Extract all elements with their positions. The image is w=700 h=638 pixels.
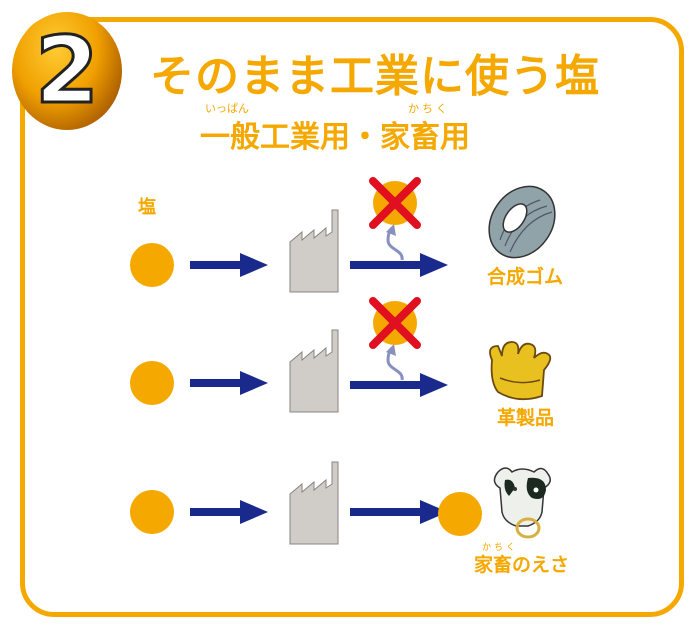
ruby-kachiku: かちく [408, 102, 450, 115]
subtitle: 一般工業用・家畜用 [200, 120, 470, 155]
ruby-ippan: いっぱん [205, 102, 249, 115]
arrow-to-salt [350, 500, 448, 524]
tire-icon [488, 185, 556, 259]
frame-border [20, 17, 684, 617]
crossed-salt-icon [373, 181, 417, 225]
ruby-kachiku-feed: かちく [482, 543, 519, 553]
baseball-glove-icon [489, 341, 552, 401]
salt-label: 塩 [138, 197, 156, 218]
product-label-synthetic-rubber: 合成ゴム [487, 266, 564, 288]
number-badge [12, 12, 122, 130]
arrow-to-factory [190, 500, 268, 524]
badge-number: 2 [33, 16, 100, 126]
crossed-salt-icon [373, 301, 417, 345]
product-label-leather-goods: 革製品 [497, 407, 555, 429]
factory-icon [289, 329, 339, 413]
product-label-livestock-feed: 家畜のえさ [474, 554, 570, 576]
salt-circle-output [438, 492, 482, 536]
arrow-to-factory [190, 371, 268, 395]
title: そのまま工業に使う塩 [150, 51, 600, 102]
cow-icon [493, 467, 551, 539]
arrow-to-product [350, 373, 448, 397]
factory-icon [289, 209, 339, 293]
salt-circle [130, 243, 174, 287]
squiggle-arrow-icon [384, 222, 404, 262]
salt-circle [130, 361, 174, 405]
salt-circle [130, 490, 174, 534]
squiggle-arrow-icon [384, 342, 404, 382]
factory-icon [289, 461, 339, 545]
arrow-to-factory [190, 253, 268, 277]
arrow-to-product [350, 253, 448, 277]
